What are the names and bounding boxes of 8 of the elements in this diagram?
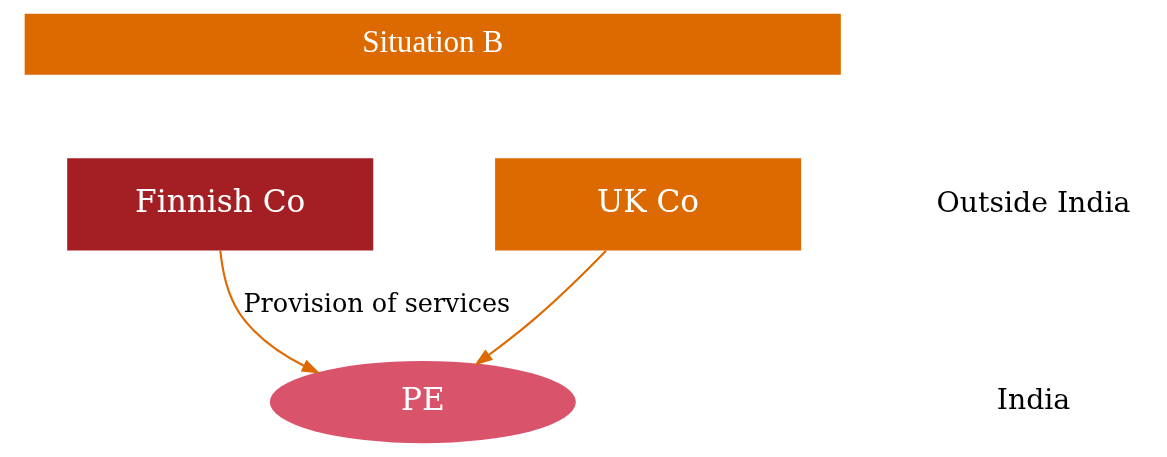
node-box: Situation B: [24, 13, 841, 75]
node-box: Finnish Co: [66, 158, 373, 251]
node-box: UK Co: [494, 158, 801, 251]
label: India: [996, 383, 1070, 417]
arrow: [473, 250, 607, 366]
edge-label: Provision of services: [242, 287, 510, 318]
label: Outside India: [936, 185, 1130, 219]
arrow: [218, 250, 320, 374]
